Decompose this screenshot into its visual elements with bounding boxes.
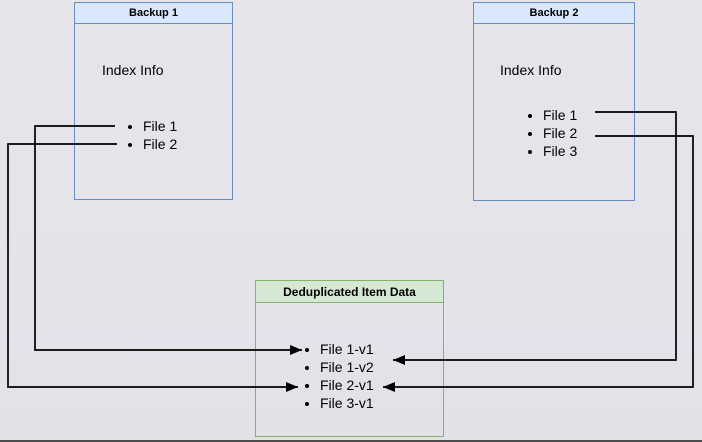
list-item: File 3-v1	[320, 394, 374, 412]
dedup-title: Deduplicated Item Data	[283, 284, 416, 299]
window-bottom-edge	[0, 440, 702, 442]
backup2-index-info-label: Index Info	[500, 62, 562, 78]
backup1-index-info-label: Index Info	[102, 62, 164, 78]
list-item: File 1	[543, 106, 577, 124]
list-item: File 1-v1	[320, 340, 374, 358]
list-item: File 2-v1	[320, 376, 374, 394]
list-item: File 1-v2	[320, 358, 374, 376]
list-item: File 3	[543, 142, 577, 160]
list-item: File 2	[543, 124, 577, 142]
backup2-box: Backup 2	[473, 2, 635, 201]
backup2-header: Backup 2	[474, 3, 634, 24]
dedup-item-list: File 1-v1 File 1-v2 File 2-v1 File 3-v1	[300, 340, 374, 412]
backup1-header: Backup 1	[75, 3, 232, 24]
backup2-title: Backup 2	[529, 7, 579, 19]
dedup-header: Deduplicated Item Data	[256, 281, 443, 303]
list-item: File 1	[143, 117, 177, 135]
list-item: File 2	[143, 135, 177, 153]
backup1-box: Backup 1	[74, 2, 233, 200]
backup2-file-list: File 1 File 2 File 3	[523, 106, 577, 160]
backup1-title: Backup 1	[129, 7, 178, 19]
backup1-file-list: File 1 File 2	[123, 117, 177, 153]
